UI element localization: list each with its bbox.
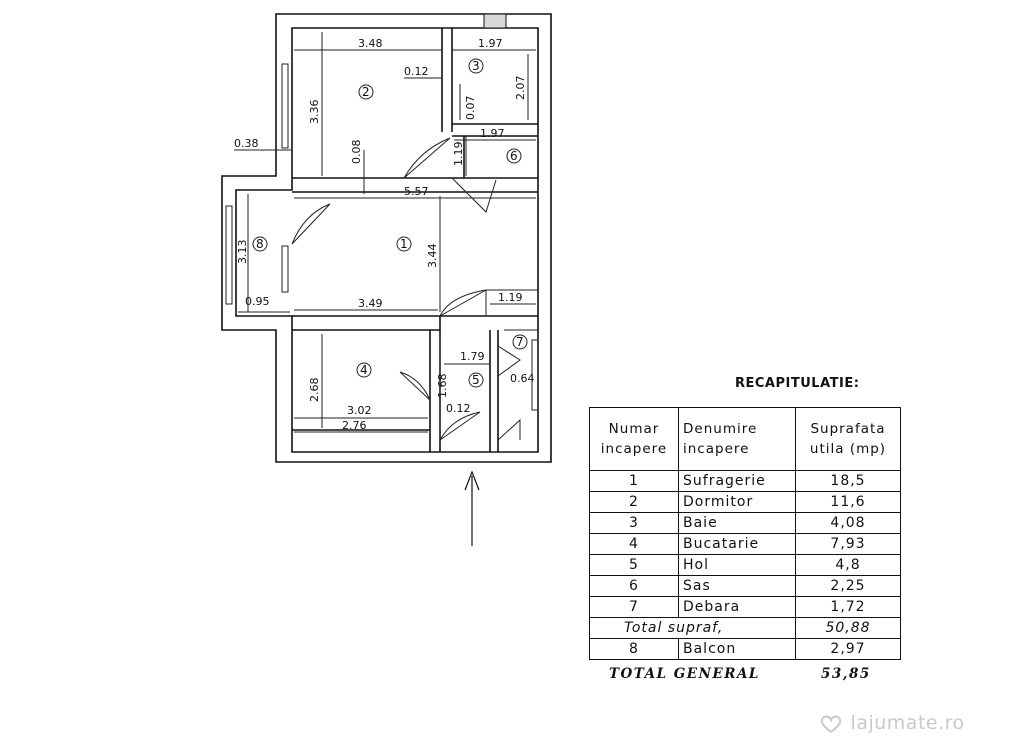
watermark: lajumate.ro bbox=[818, 712, 965, 734]
dimension-lines bbox=[234, 32, 536, 440]
cell-name: Sufragerie bbox=[678, 470, 796, 492]
cell-nr: 4 bbox=[589, 533, 679, 555]
dim-label: 3.13 bbox=[236, 240, 249, 265]
dim-label: 5.57 bbox=[404, 185, 429, 198]
total-general-label: TOTAL GENERAL bbox=[609, 666, 760, 682]
table-row: 4 Bucatarie 7,93 bbox=[589, 533, 901, 555]
recap-header-row: Numar incapere Denumire incapere Suprafa… bbox=[589, 407, 901, 471]
room-number: 3 bbox=[472, 59, 480, 73]
cell-area: 11,6 bbox=[795, 491, 901, 513]
dim-label: 0.08 bbox=[350, 140, 363, 165]
dim-label: 1.97 bbox=[478, 37, 503, 50]
cell-name: Sas bbox=[678, 575, 796, 597]
room-number: 6 bbox=[510, 149, 518, 163]
dim-label: 1.79 bbox=[460, 350, 485, 363]
header-numar: Numar incapere bbox=[589, 407, 679, 471]
cell-total-area: 50,88 bbox=[795, 617, 901, 639]
recap-title: RECAPITULATIE: bbox=[735, 376, 860, 391]
dim-label: 3.44 bbox=[426, 244, 439, 269]
room-number: 2 bbox=[362, 85, 370, 99]
dim-label: 2.07 bbox=[514, 76, 527, 101]
table-row-total: Total supraf, 50,88 bbox=[589, 617, 901, 639]
dim-label: 0.95 bbox=[245, 295, 270, 308]
cell-nr: 2 bbox=[589, 491, 679, 513]
dim-label: 0.07 bbox=[464, 96, 477, 121]
cell-nr: 1 bbox=[589, 470, 679, 492]
dim-label: 1.68 bbox=[436, 374, 449, 399]
cell-name: Baie bbox=[678, 512, 796, 534]
table-row: 5 Hol 4,8 bbox=[589, 554, 901, 576]
heart-icon bbox=[820, 715, 842, 733]
header-denumire: Denumire incapere bbox=[678, 407, 796, 471]
cell-name: Hol bbox=[678, 554, 796, 576]
cell-nr: 3 bbox=[589, 512, 679, 534]
dim-label: 1.19 bbox=[498, 291, 523, 304]
table-row: 1 Sufragerie 18,5 bbox=[589, 470, 901, 492]
dim-label: 0.12 bbox=[404, 65, 429, 78]
cell-area: 4,8 bbox=[795, 554, 901, 576]
cell-total-label: Total supraf, bbox=[589, 617, 796, 639]
cell-nr: 6 bbox=[589, 575, 679, 597]
table-row: 7 Debara 1,72 bbox=[589, 596, 901, 618]
dim-label: 1.19 bbox=[452, 142, 465, 167]
cell-name: Debara bbox=[678, 596, 796, 618]
cell-name: Dormitor bbox=[678, 491, 796, 513]
table-row: 3 Baie 4,08 bbox=[589, 512, 901, 534]
table-row: 2 Dormitor 11,6 bbox=[589, 491, 901, 513]
dim-label: 3.36 bbox=[308, 100, 321, 125]
dim-label: 1.97 bbox=[480, 127, 505, 140]
cell-area: 4,08 bbox=[795, 512, 901, 534]
dim-label: 0.64 bbox=[510, 372, 535, 385]
room-number: 1 bbox=[400, 237, 408, 251]
room-number: 4 bbox=[360, 363, 368, 377]
dim-label: 3.02 bbox=[347, 404, 372, 417]
dim-label: 3.49 bbox=[358, 297, 383, 310]
dimension-labels: 3.48 1.97 0.12 2.07 3.36 0.07 1.97 0.38 … bbox=[234, 37, 535, 432]
cell-area: 1,72 bbox=[795, 596, 901, 618]
cell-name: Bucatarie bbox=[678, 533, 796, 555]
room-number: 8 bbox=[256, 237, 264, 251]
windows bbox=[225, 63, 539, 411]
total-general: TOTAL GENERAL 53,85 bbox=[609, 666, 889, 682]
room-number: 5 bbox=[472, 373, 480, 387]
dim-label: 2.76 bbox=[342, 419, 367, 432]
cell-nr: 7 bbox=[589, 596, 679, 618]
cell-nr: 8 bbox=[589, 638, 679, 660]
dim-label: 2.68 bbox=[308, 378, 321, 403]
entrance-arrow-icon bbox=[464, 470, 480, 546]
total-general-value: 53,85 bbox=[821, 666, 871, 682]
table-row: 8 Balcon 2,97 bbox=[589, 638, 901, 660]
room-markers: 2 3 6 1 8 7 4 5 bbox=[252, 58, 528, 388]
cell-nr: 5 bbox=[589, 554, 679, 576]
table-row: 6 Sas 2,25 bbox=[589, 575, 901, 597]
dim-label: 0.12 bbox=[446, 402, 471, 415]
dim-label: 0.38 bbox=[234, 137, 259, 150]
door-swings bbox=[291, 137, 521, 441]
vent-icon bbox=[483, 13, 507, 29]
cell-area: 7,93 bbox=[795, 533, 901, 555]
dim-label: 3.48 bbox=[358, 37, 383, 50]
interior-walls bbox=[292, 28, 538, 452]
cell-area: 2,97 bbox=[795, 638, 901, 660]
recap-table: Numar incapere Denumire incapere Suprafa… bbox=[589, 407, 901, 660]
cell-area: 2,25 bbox=[795, 575, 901, 597]
room-number: 7 bbox=[516, 335, 524, 349]
outer-walls bbox=[221, 13, 552, 463]
watermark-text: lajumate.ro bbox=[850, 712, 965, 734]
header-suprafata: Suprafata utila (mp) bbox=[795, 407, 901, 471]
cell-name: Balcon bbox=[678, 638, 796, 660]
cell-area: 18,5 bbox=[795, 470, 901, 492]
